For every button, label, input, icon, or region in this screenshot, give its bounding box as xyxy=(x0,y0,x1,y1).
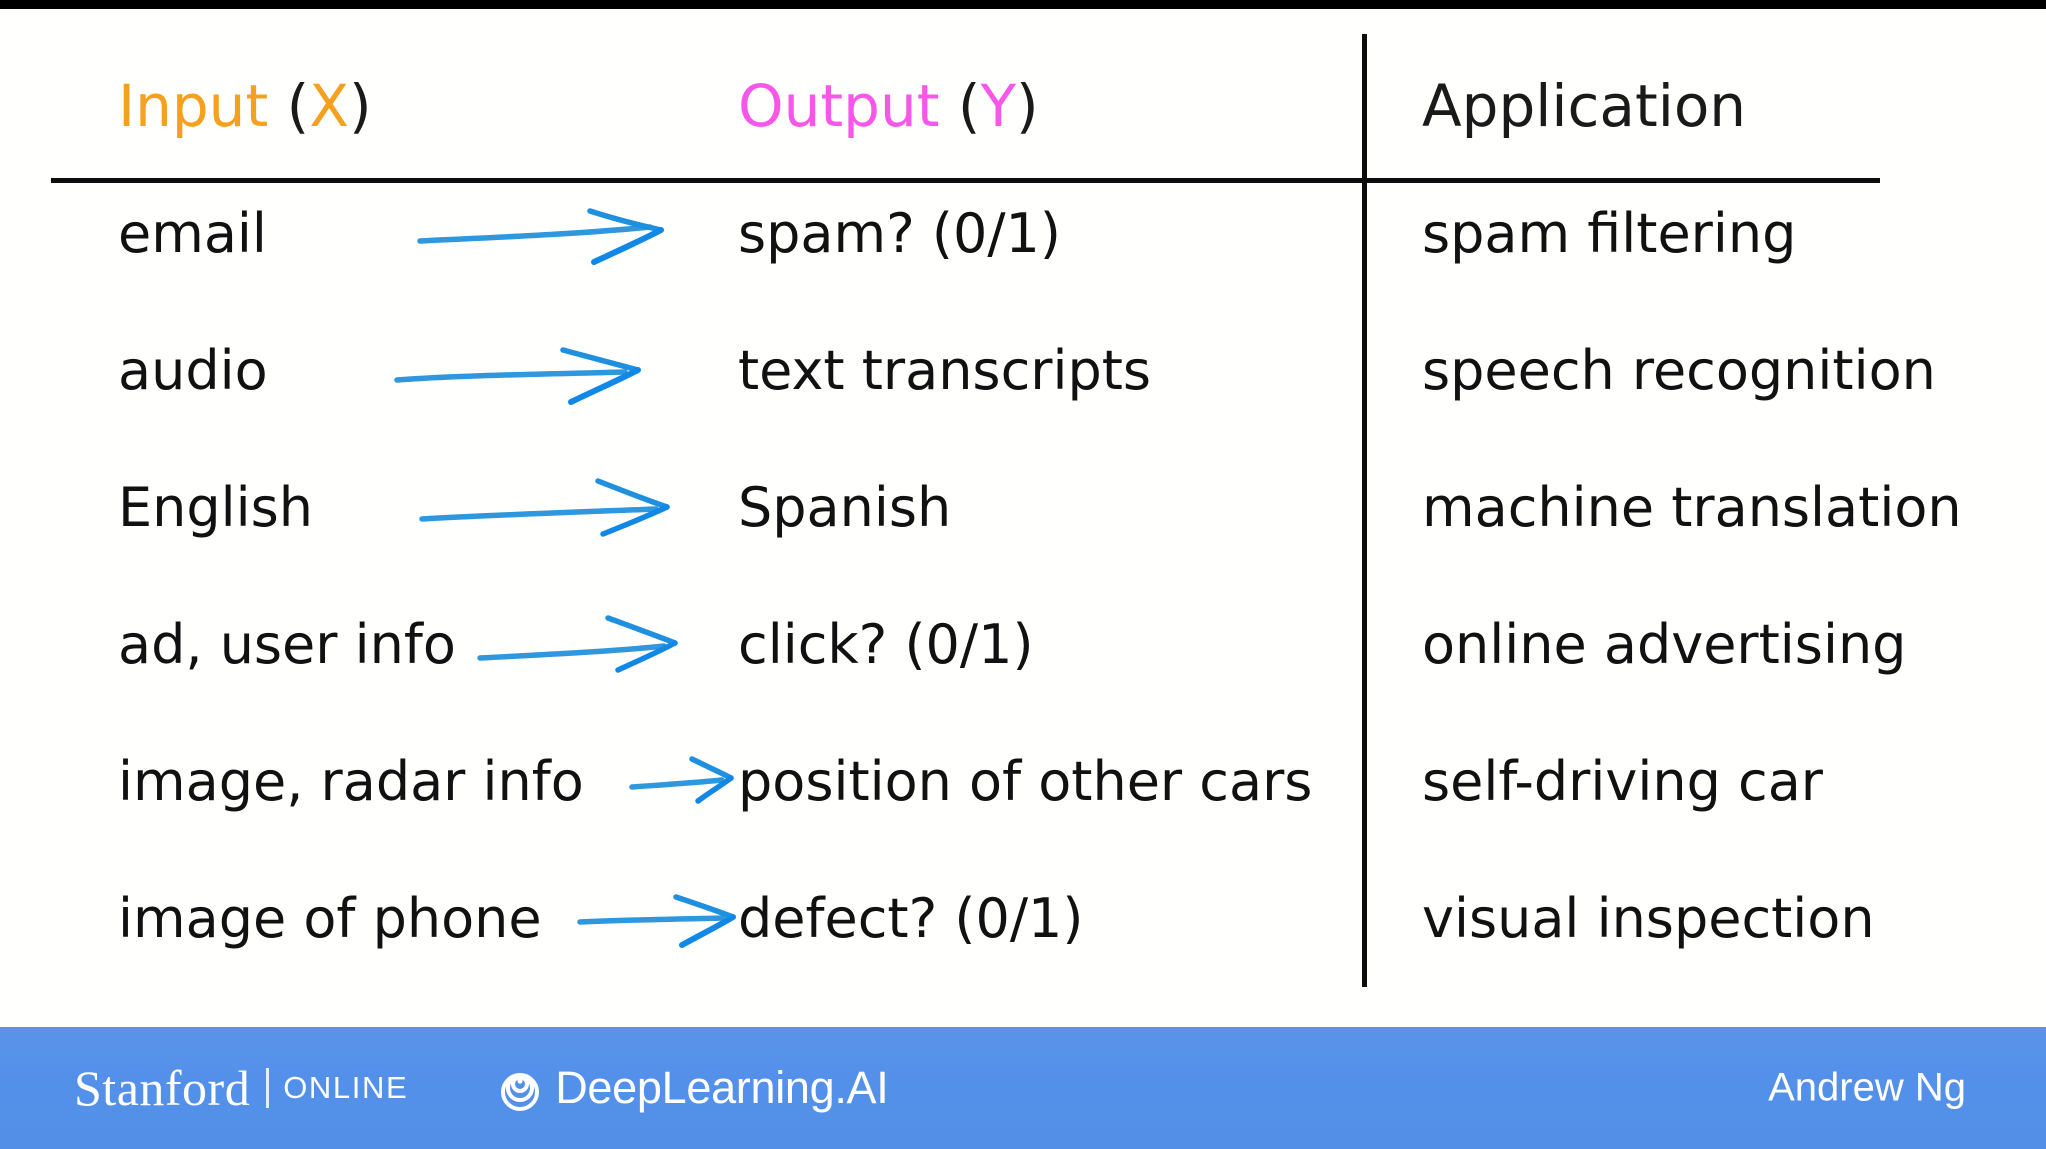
application-column-vertical-divider xyxy=(1362,34,1367,987)
column-header-output: Output (Y) xyxy=(738,77,1039,135)
table-row: ad, user info click? (0/1) online advert… xyxy=(0,600,2046,690)
top-black-strip xyxy=(0,0,2046,9)
header-input-symbol: X xyxy=(309,72,349,140)
arrow-icon xyxy=(629,745,740,819)
deeplearning-logo-text: DeepLearning.AI xyxy=(555,1062,889,1113)
arrow-icon xyxy=(477,608,688,682)
deeplearning-brand: DeepLearning.AI xyxy=(494,1062,889,1114)
table-row: image, radar info position of other cars… xyxy=(0,737,2046,827)
row-application-cell: speech recognition xyxy=(1422,339,1936,402)
row-application-cell: visual inspection xyxy=(1422,887,1875,950)
row-input-cell: audio xyxy=(118,339,268,402)
arrow-icon xyxy=(419,471,680,545)
header-input-label: Input xyxy=(118,72,269,140)
brand-logos: Stanford ONLINE DeepLearning.AI xyxy=(74,1059,889,1117)
row-application-cell: online advertising xyxy=(1422,613,1907,676)
column-header-input: Input (X) xyxy=(118,77,372,135)
presenter-name: Andrew Ng xyxy=(1768,1065,1966,1110)
header-output-symbol: Y xyxy=(980,72,1016,140)
header-output-label: Output xyxy=(738,72,940,140)
header-input-paren-close: ) xyxy=(349,72,372,140)
header-output-paren-close: ) xyxy=(1016,72,1039,140)
stanford-logo-text: Stanford xyxy=(74,1060,251,1116)
header-horizontal-rule xyxy=(51,178,1880,183)
row-output-cell: Spanish xyxy=(738,476,952,539)
row-input-cell: image, radar info xyxy=(118,750,584,813)
table-row: image of phone defect? (0/1) visual insp… xyxy=(0,874,2046,964)
footer-bar: Stanford ONLINE DeepLearning.AI Andrew N… xyxy=(0,1027,2046,1149)
row-input-cell: ad, user info xyxy=(118,613,456,676)
stanford-online-text: ONLINE xyxy=(283,1070,409,1105)
column-header-application: Application xyxy=(1422,72,1747,140)
row-output-cell: text transcripts xyxy=(738,339,1152,402)
slide-content-area: Input (X) Output (Y) Application email s… xyxy=(0,9,2046,1027)
deeplearning-spiral-icon xyxy=(501,1073,540,1111)
table-row: email spam? (0/1) spam filtering xyxy=(0,189,2046,279)
row-input-cell: English xyxy=(118,476,313,539)
row-input-cell: email xyxy=(118,202,267,265)
row-output-cell: defect? (0/1) xyxy=(738,887,1084,950)
row-application-cell: machine translation xyxy=(1422,476,1962,539)
row-output-cell: spam? (0/1) xyxy=(738,202,1061,265)
header-output-paren-open: ( xyxy=(957,72,981,140)
header-input-paren-open: ( xyxy=(286,72,310,140)
table-row: English Spanish machine translation xyxy=(0,463,2046,553)
arrow-icon xyxy=(394,334,655,408)
table-row: audio text transcripts speech recognitio… xyxy=(0,326,2046,416)
row-application-cell: self-driving car xyxy=(1422,750,1823,813)
arrow-icon xyxy=(417,197,678,271)
row-input-cell: image of phone xyxy=(118,887,542,950)
arrow-icon xyxy=(577,882,743,956)
row-output-cell: position of other cars xyxy=(738,750,1313,813)
row-application-cell: spam filtering xyxy=(1422,202,1797,265)
row-output-cell: click? (0/1) xyxy=(738,613,1034,676)
stanford-divider xyxy=(266,1068,270,1108)
